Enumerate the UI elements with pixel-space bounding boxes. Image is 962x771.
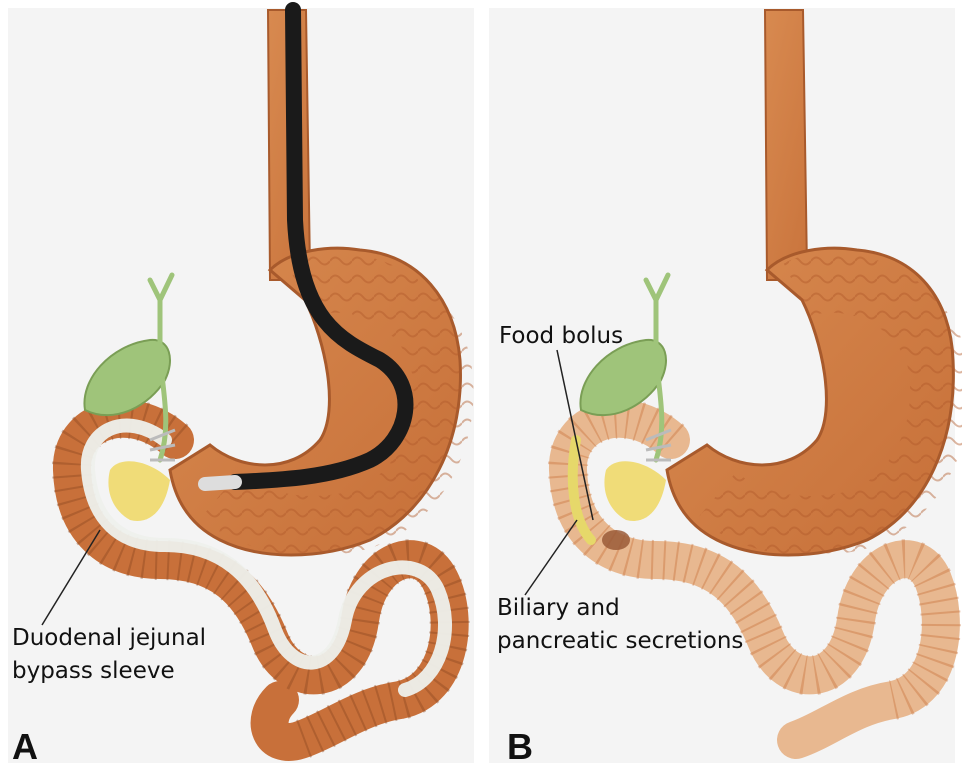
sleeve-leader-line [42,530,100,625]
panel-letter: A [12,726,38,768]
gallbladder [580,340,666,415]
sleeve-label-line2: bypass sleeve [12,657,175,686]
panel-a-illustration [0,0,481,771]
food-bolus [602,530,630,550]
esophagus [765,10,829,280]
panel-letter: B [507,726,533,768]
panel-b: Food bolus Biliary and pancreatic secret… [481,0,962,771]
bolus-label: Food bolus [499,322,623,351]
pancreas [604,461,666,521]
secretions-leader-line [525,520,577,595]
pancreas [108,461,170,521]
secretions-label-line2: pancreatic secretions [497,627,743,656]
gallbladder [84,340,170,415]
panel-a: Duodenal jejunal bypass sleeve A [0,0,481,771]
sleeve-label-line1: Duodenal jejunal [12,624,206,653]
secretions-label-line1: Biliary and [497,594,620,623]
